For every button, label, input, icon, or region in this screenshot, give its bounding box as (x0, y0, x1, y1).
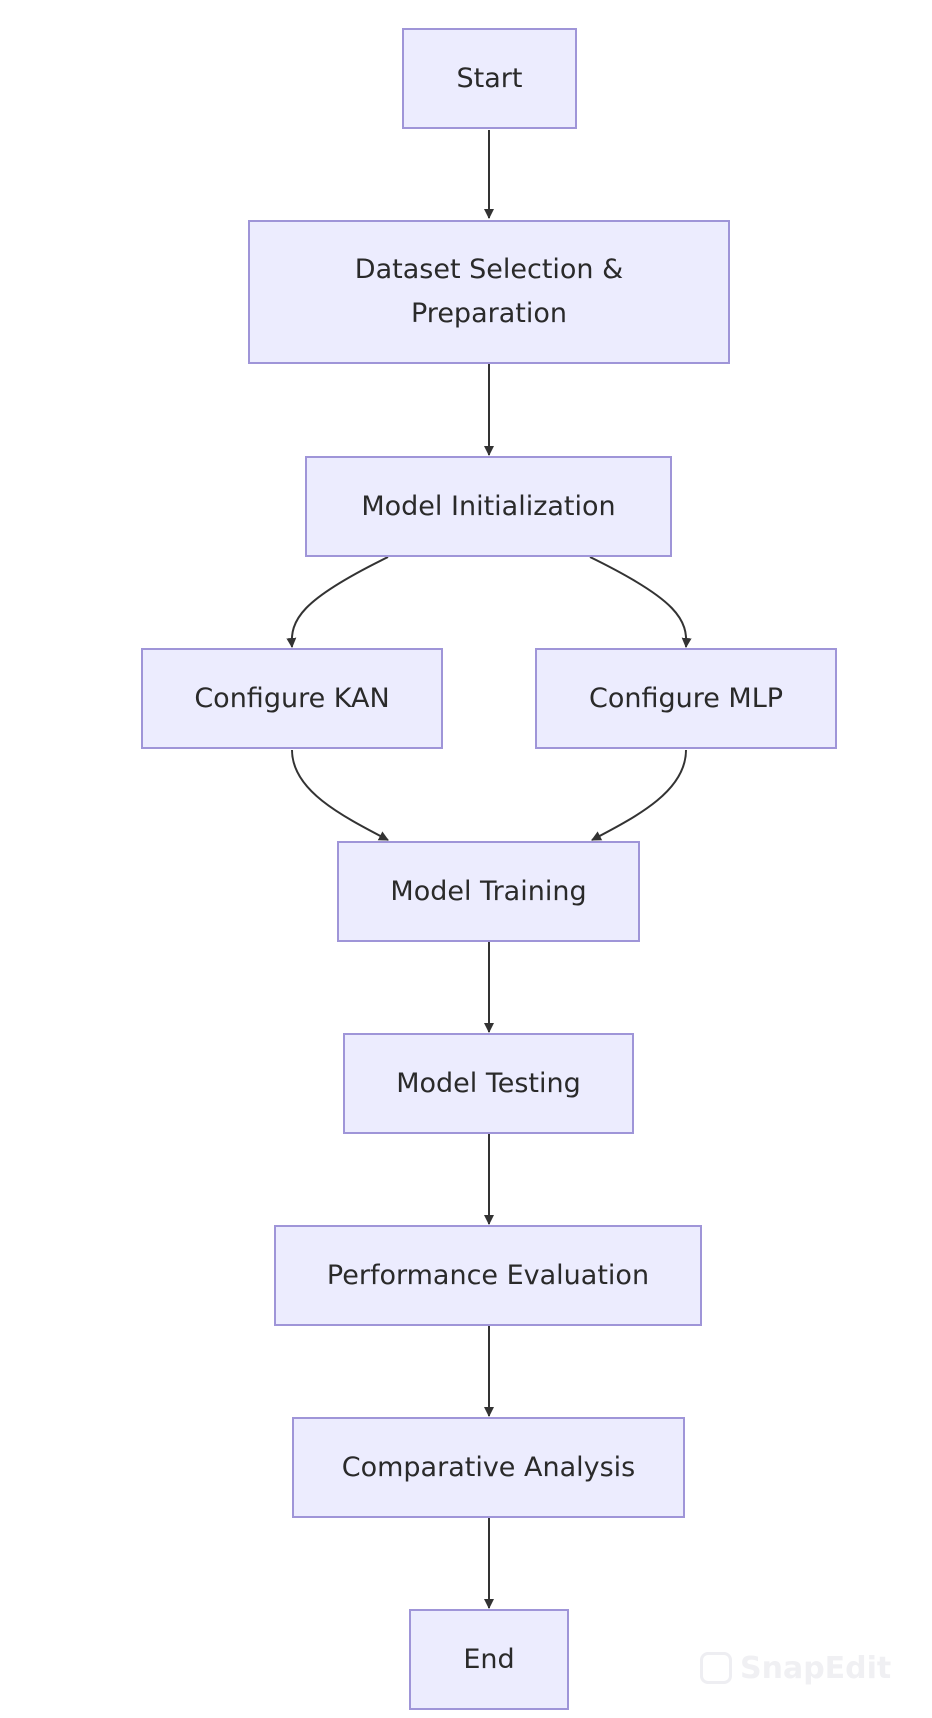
node-evaluation-label: Performance Evaluation (326, 1259, 650, 1291)
node-start-label: Start (456, 62, 523, 94)
node-end-label: End (463, 1643, 515, 1675)
node-mlp-label: Configure MLP (588, 682, 784, 714)
edge-mlp-training (591, 749, 687, 841)
node-testing-label: Model Testing (396, 1067, 581, 1099)
node-kan-label: Configure KAN (194, 682, 390, 714)
node-end: End (409, 1609, 569, 1710)
snapedit-logo-icon (700, 1652, 732, 1684)
node-evaluation: Performance Evaluation (274, 1225, 702, 1326)
edge-init-kan (286, 556, 389, 648)
node-training: Model Training (337, 841, 640, 942)
node-dataset: Dataset Selection & Preparation (248, 220, 730, 364)
watermark-text: SnapEdit (740, 1650, 892, 1686)
node-analysis-label: Comparative Analysis (341, 1451, 636, 1483)
node-init: Model Initialization (305, 456, 672, 557)
node-start: Start (402, 28, 577, 129)
node-testing: Model Testing (343, 1033, 634, 1134)
node-kan: Configure KAN (141, 648, 443, 749)
node-dataset-label: Dataset Selection & Preparation (354, 254, 624, 329)
watermark: SnapEdit (700, 1648, 900, 1688)
edge-kan-training (291, 749, 389, 841)
node-training-label: Model Training (390, 875, 587, 907)
node-init-label: Model Initialization (361, 490, 616, 522)
node-analysis: Comparative Analysis (292, 1417, 685, 1518)
node-mlp: Configure MLP (535, 648, 837, 749)
edge-init-mlp (589, 556, 692, 648)
